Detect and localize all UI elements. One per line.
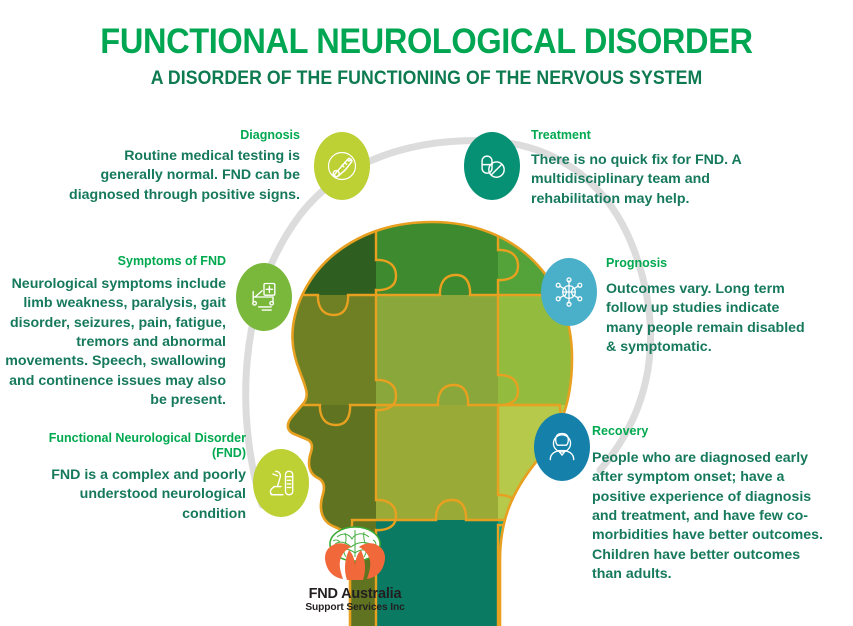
brain-in-hands-logo-icon [325,526,385,580]
page-title: FUNCTIONAL NEUROLOGICAL DISORDER [100,22,753,61]
prognosis-heading: Prognosis [606,256,668,270]
section-diagnosis: Diagnosis Routine medical testing is gen… [62,128,300,205]
organisation-logo: FND Australia Support Services Inc [281,523,429,613]
prognosis-body: Outcomes vary. Long term follow up studi… [606,281,805,355]
treatment-icon-circle[interactable] [464,132,520,200]
definition-heading: Functional Neurological Disorder (FND) [48,431,246,460]
treatment-heading: Treatment [531,128,591,142]
section-recovery: Recovery People who are diagnosed early … [592,424,824,584]
patient-person-icon [549,432,575,461]
prognosis-icon-circle[interactable] [541,258,597,326]
logo-tagline: Support Services Inc [305,602,405,614]
symptoms-heading: Symptoms of FND [117,254,226,268]
pills-icon [481,155,505,178]
diagnosis-icon-circle[interactable] [314,132,370,200]
logo-name: FND Australia [308,586,402,602]
symptoms-body: Neurological symptoms include limb weakn… [5,276,226,408]
recovery-icon-circle[interactable] [534,413,590,481]
diagnosis-body: Routine medical testing is generally nor… [69,148,300,203]
thermometer-icon [327,151,357,181]
recovery-body: People who are diagnosed early after sym… [592,450,823,582]
hospital-bed-icon [252,282,276,311]
treatment-body: There is no quick fix for FND. A multidi… [531,152,742,207]
page-subtitle: A DISORDER OF THE FUNCTIONING OF THE NER… [150,68,703,90]
section-symptoms: Symptoms of FND Neurological symptoms in… [2,254,226,410]
recovery-heading: Recovery [592,424,649,438]
header: FUNCTIONAL NEUROLOGICAL DISORDER A DISOR… [0,22,853,90]
definition-icon-circle[interactable] [253,449,309,517]
section-prognosis: Prognosis Outcomes vary. Long term follo… [606,256,806,357]
section-definition: Functional Neurological Disorder (FND) F… [18,431,246,524]
diagnosis-heading: Diagnosis [240,128,300,142]
microscope-icon [269,470,294,496]
section-treatment: Treatment There is no quick fix for FND.… [531,128,791,209]
symptoms-icon-circle[interactable] [236,263,292,331]
definition-body: FND is a complex and poorly understood n… [51,467,246,522]
molecule-network-icon [555,277,583,307]
